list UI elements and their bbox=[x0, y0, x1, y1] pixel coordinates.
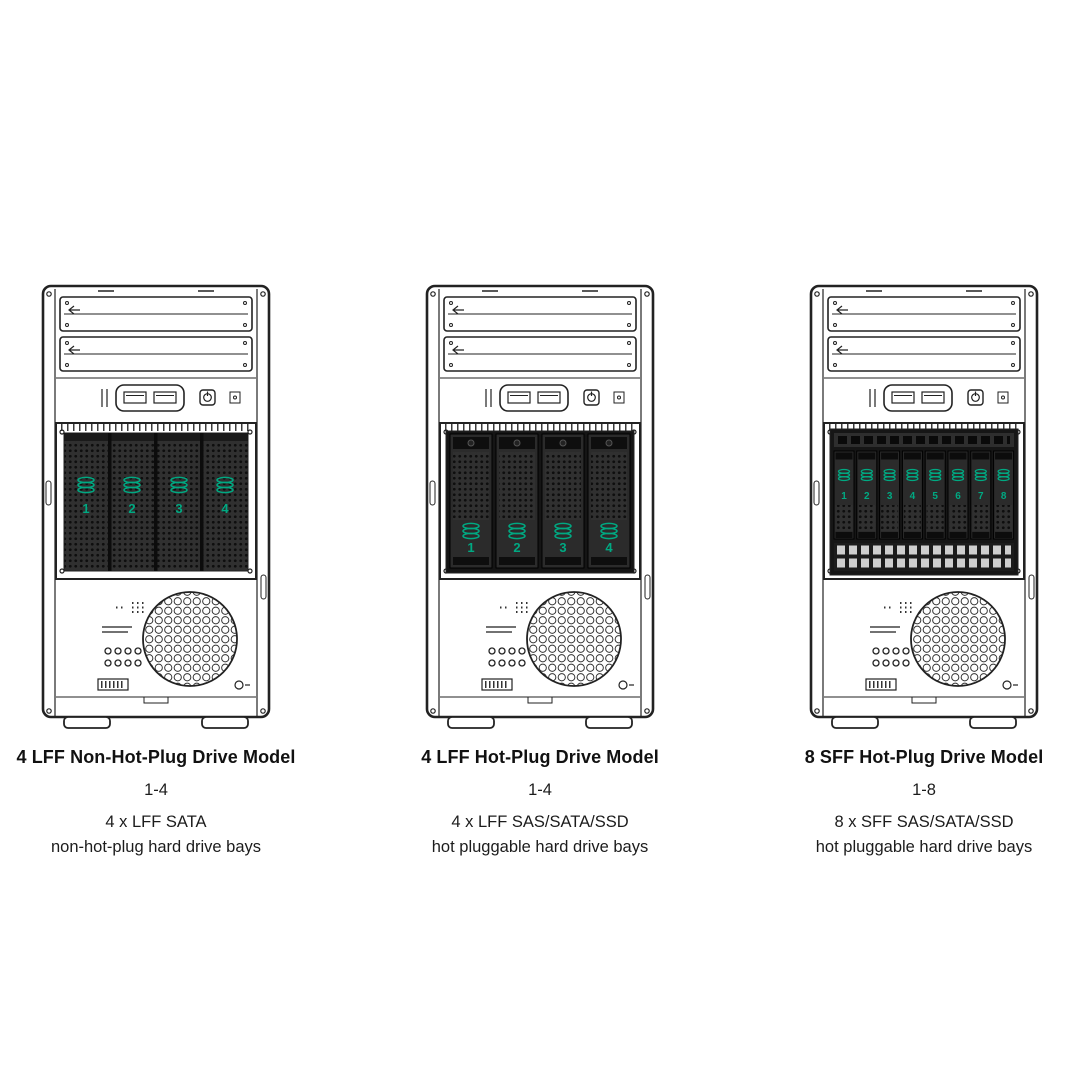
bay-range: 1-4 bbox=[144, 781, 168, 799]
model-description-line1: 4 x LFF SAS/SATA/SSD bbox=[451, 813, 629, 831]
bay-number: 2 bbox=[864, 491, 870, 502]
model-title: 4 LFF Non-Hot-Plug Drive Model bbox=[16, 747, 296, 767]
model-title: 4 LFF Hot-Plug Drive Model bbox=[421, 747, 659, 767]
bay-number: 1 bbox=[841, 491, 847, 502]
bay-number: 1 bbox=[467, 540, 474, 555]
model-caption: 8 SFF Hot-Plug Drive Model 1-8 8 x SFF S… bbox=[774, 747, 1074, 860]
bay-number: 2 bbox=[513, 540, 520, 555]
bay-number: 2 bbox=[128, 501, 135, 516]
model-column-lff-nonhotplug: 1 2 3 4 4 LFF Non-Hot-Plug Drive Model 1… bbox=[6, 283, 306, 860]
model-description-line2: non-hot-plug hard drive bays bbox=[50, 837, 262, 856]
model-description-line2: hot pluggable hard drive bays bbox=[815, 837, 1033, 856]
bay-number: 4 bbox=[605, 540, 613, 555]
server-front-view-lff-hotplug: 1 2 bbox=[424, 283, 656, 735]
drive-cage-hotplug-sff: 1 2 bbox=[829, 428, 1019, 576]
model-caption: 4 LFF Hot-Plug Drive Model 1-4 4 x LFF S… bbox=[390, 747, 690, 860]
models-row: 1 2 3 4 4 LFF Non-Hot-Plug Drive Model 1… bbox=[6, 0, 1074, 860]
drive-bay: 3 bbox=[541, 433, 585, 569]
model-column-lff-hotplug: 1 2 bbox=[390, 283, 690, 860]
drive-bay: 4 bbox=[901, 450, 923, 540]
model-title: 8 SFF Hot-Plug Drive Model bbox=[804, 747, 1044, 767]
bay-number: 5 bbox=[932, 491, 938, 502]
drive-bay: 5 bbox=[924, 450, 946, 540]
model-description-line1: 4 x LFF SATA bbox=[105, 813, 207, 831]
drive-cage-hotplug-lff: 1 2 bbox=[445, 430, 635, 574]
bay-number: 4 bbox=[221, 501, 229, 516]
drive-bay: 8 bbox=[993, 450, 1015, 540]
model-column-sff-hotplug: 1 2 bbox=[774, 283, 1074, 860]
bay-number: 4 bbox=[910, 491, 916, 502]
model-caption: 4 LFF Non-Hot-Plug Drive Model 1-4 4 x L… bbox=[6, 747, 306, 860]
drive-bay: 1 bbox=[833, 450, 855, 540]
bay-number: 3 bbox=[887, 491, 893, 502]
drive-bay: 7 bbox=[970, 450, 992, 540]
server-front-view-sff-hotplug: 1 2 bbox=[808, 283, 1040, 735]
model-description-line2: hot pluggable hard drive bays bbox=[431, 837, 649, 856]
bay-number: 3 bbox=[559, 540, 566, 555]
bay-number: 8 bbox=[1001, 491, 1007, 502]
bay-range: 1-4 bbox=[528, 781, 552, 799]
bay-number: 7 bbox=[978, 491, 984, 502]
drive-bay: 3 bbox=[879, 450, 901, 540]
bay-number: 1 bbox=[82, 501, 89, 516]
bay-number: 3 bbox=[175, 501, 182, 516]
server-front-view-lff-nonhotplug: 1 2 3 4 bbox=[40, 283, 272, 735]
drive-bay: 2 bbox=[856, 450, 878, 540]
model-description-line1: 8 x SFF SAS/SATA/SSD bbox=[834, 813, 1014, 831]
drive-bay: 6 bbox=[947, 450, 969, 540]
drive-cage-nonhotplug: 1 2 3 4 bbox=[63, 432, 249, 572]
drive-bay: 1 bbox=[449, 433, 493, 569]
bay-range: 1-8 bbox=[912, 781, 936, 799]
bay-number: 6 bbox=[955, 491, 961, 502]
drive-bay: 2 bbox=[495, 433, 539, 569]
drive-bay: 4 bbox=[587, 433, 631, 569]
